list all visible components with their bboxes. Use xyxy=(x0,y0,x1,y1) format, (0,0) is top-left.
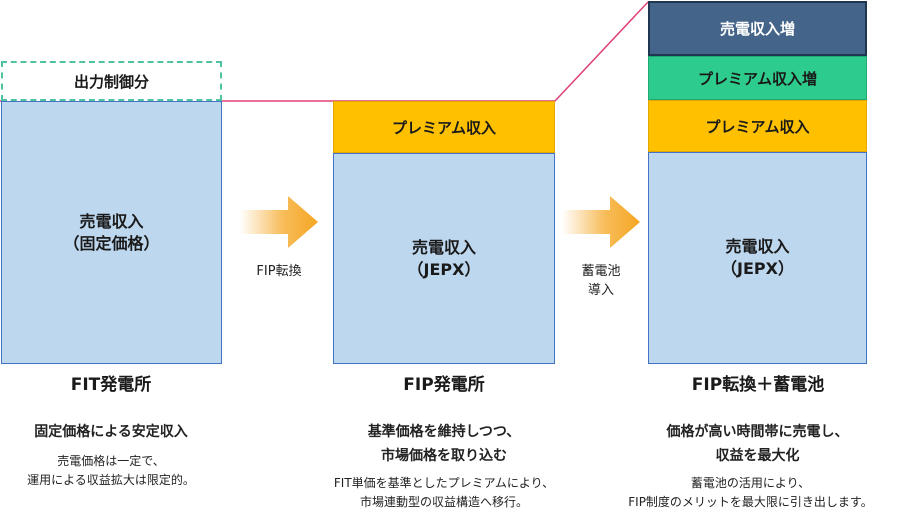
fip-subtitle-line-1: 基準価格を維持しつつ、 xyxy=(367,424,521,440)
fit-revenue-line-1: 売電収入 xyxy=(79,211,144,231)
fit-revenue-line-2: （固定価格） xyxy=(63,233,160,253)
fip-premium-label: プレミアム収入 xyxy=(392,118,496,137)
fip-revenue-line-1: 売電収入 xyxy=(411,237,476,257)
battery-subtitle: 価格が高い時間帯に売電し、 収益を最大化 xyxy=(620,420,895,468)
premium-increase-box: プレミアム収入増 xyxy=(648,56,867,100)
sales-increase-label: 売電収入増 xyxy=(719,20,795,38)
fip-conversion-label: FIP転換 xyxy=(232,262,326,281)
fit-revenue-box: 売電収入 （固定価格） xyxy=(1,101,222,364)
battery-description: 蓄電池の活用により、 FIP制度のメリットを最大限に引き出します。 xyxy=(606,474,895,512)
battery-subtitle-line-2: 収益を最大化 xyxy=(715,448,800,464)
fip-title: FIP発電所 xyxy=(403,375,485,395)
fip-description: FIT単価を基準としたプレミアムにより、 市場連動型の収益構造へ移行。 xyxy=(295,474,593,512)
fip-description-line-2: 市場連動型の収益構造へ移行。 xyxy=(359,495,528,509)
fip-revenue-box: 売電収入 （JEPX） xyxy=(333,153,555,364)
battery-intro-label-line-1: 蓄電池 xyxy=(581,264,621,279)
battery-premium-label: プレミアム収入 xyxy=(705,117,810,136)
fip-subtitle: 基準価格を維持しつつ、 市場価格を取り込む xyxy=(300,420,588,468)
fip-subtitle-line-2: 市場価格を取り込む xyxy=(381,448,507,464)
fit-description-line-1: 売電価格は一定で、 xyxy=(57,454,165,468)
battery-premium-box: プレミアム収入 xyxy=(648,100,867,152)
fip-conversion-label-line-1: FIP転換 xyxy=(256,264,302,279)
fit-subtitle: 固定価格による安定収入 xyxy=(0,420,222,444)
battery-revenue-line-1: 売電収入 xyxy=(725,237,790,256)
fit-subtitle-line-1: 固定価格による安定収入 xyxy=(34,424,188,440)
fit-description-line-2: 運用による収益拡大は限定的。 xyxy=(27,473,195,487)
premium-increase-label: プレミアム収入増 xyxy=(698,69,817,88)
battery-intro-label: 蓄電池 導入 xyxy=(554,262,648,300)
battery-revenue-box: 売電収入 （JEPX） xyxy=(648,152,867,364)
fip-description-line-1: FIT単価を基準としたプレミアムにより、 xyxy=(333,476,555,490)
curtailment-box: 出力制御分 xyxy=(1,61,222,101)
sales-increase-box: 売電収入増 xyxy=(648,1,867,56)
battery-subtitle-line-1: 価格が高い時間帯に売電し、 xyxy=(666,424,849,440)
battery-revenue-line-2: （JEPX） xyxy=(721,259,794,278)
arrow-right-icon xyxy=(562,196,640,248)
battery-title: FIP転換＋蓄電池 xyxy=(691,375,825,395)
arrow-right-icon xyxy=(240,196,318,248)
battery-description-line-1: 蓄電池の活用により、 xyxy=(690,476,811,490)
fit-description: 売電価格は一定で、 運用による収益拡大は限定的。 xyxy=(0,452,222,490)
fip-revenue-line-2: （JEPX） xyxy=(407,259,481,279)
curtailment-label: 出力制御分 xyxy=(73,72,149,91)
battery-intro-label-line-2: 導入 xyxy=(587,283,614,298)
battery-description-line-2: FIP制度のメリットを最大限に引き出します。 xyxy=(628,495,873,509)
fip-premium-box: プレミアム収入 xyxy=(333,101,555,153)
fit-title: FIT発電所 xyxy=(70,375,152,395)
